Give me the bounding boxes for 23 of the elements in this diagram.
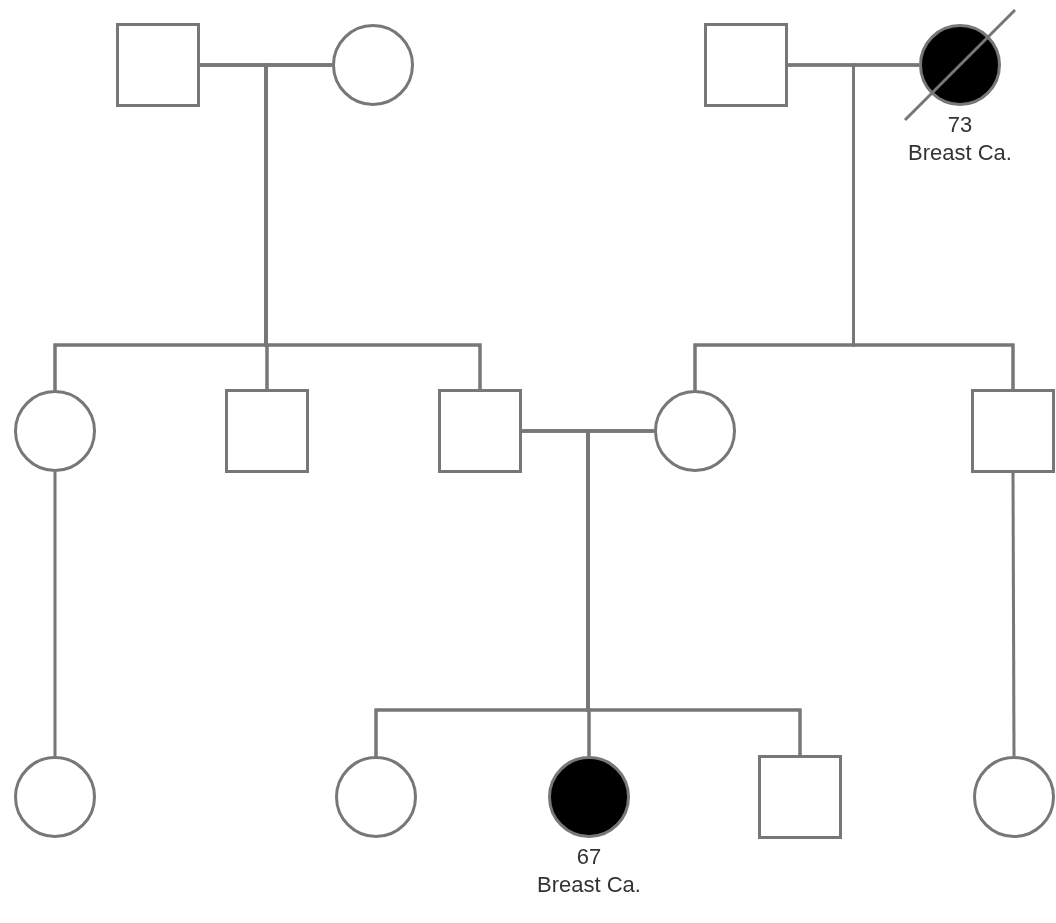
descent-line: [852, 63, 1015, 389]
male-symbol: [116, 23, 200, 107]
female-symbol: [973, 756, 1055, 838]
male-symbol: [225, 389, 309, 473]
male-symbol: [758, 755, 842, 839]
affected-female-symbol: [548, 756, 630, 838]
affected-female-symbol: [919, 24, 1001, 106]
male-symbol: [438, 389, 522, 473]
female-symbol: [332, 24, 414, 106]
age-label: 67: [576, 844, 602, 870]
female-symbol: [335, 756, 417, 838]
descent-line: [53, 472, 57, 756]
age-label: 73: [947, 112, 973, 138]
female-symbol: [654, 390, 736, 472]
female-symbol: [14, 756, 96, 838]
diagnosis-label: Breast Ca.: [537, 872, 641, 898]
descent-line: [264, 63, 482, 389]
male-symbol: [971, 389, 1055, 473]
descent-line: [586, 429, 802, 755]
diagnosis-label: Breast Ca.: [908, 140, 1012, 166]
descent-line: [1011, 473, 1016, 756]
female-symbol: [14, 390, 96, 472]
male-symbol: [704, 23, 788, 107]
